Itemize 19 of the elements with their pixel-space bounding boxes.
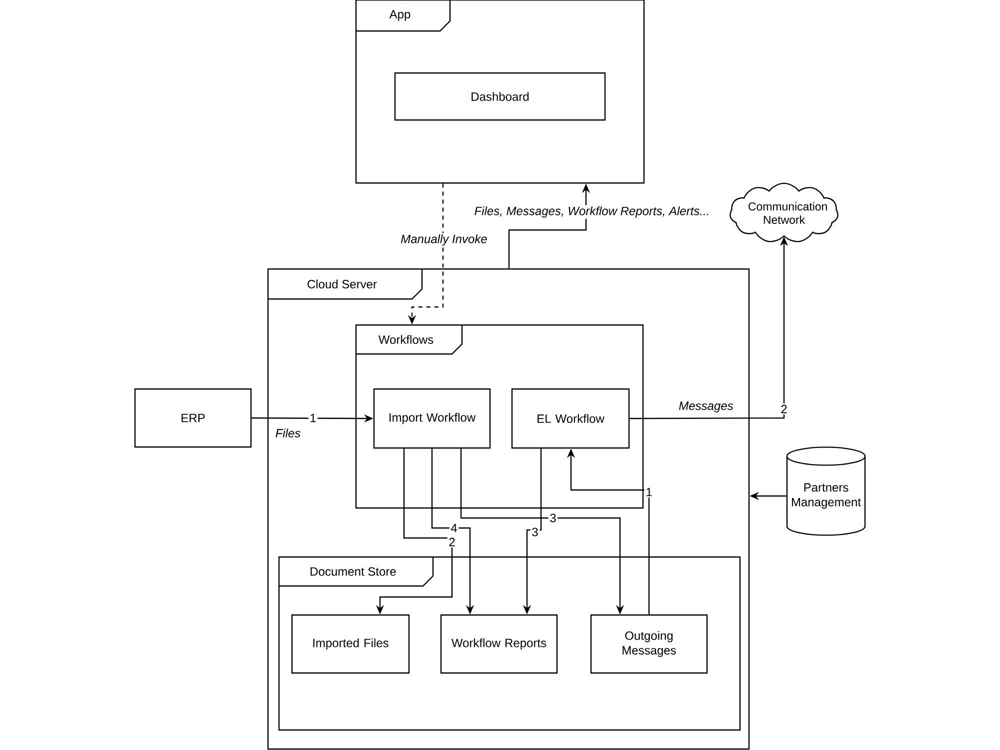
process-box: EL Workflow [511,388,630,449]
process-box: Outgoing Messages [590,614,708,674]
process-box: Imported Files [291,614,410,674]
process-box: Workflow Reports [440,614,558,674]
edge-label: 1 [308,412,318,424]
database-cylinder: Partners Management [786,446,866,536]
process-box: ERP [134,388,252,448]
process-box: Import Workflow [373,388,491,449]
edge-label: 3 [530,526,540,538]
edge-label: Manually Invoke [399,233,489,247]
edge-label: 3 [548,512,558,524]
edge-label: 4 [449,522,459,534]
edge-caption: Files [276,428,300,438]
edge-label: 1 [644,486,654,498]
edge-label: 2 [779,403,789,415]
edge-label: Files, Messages, Workflow Reports, Alerts... [472,205,712,219]
edge-caption: Messages [679,402,734,412]
process-box: Dashboard [394,72,606,121]
edge-label: 2 [447,536,457,548]
